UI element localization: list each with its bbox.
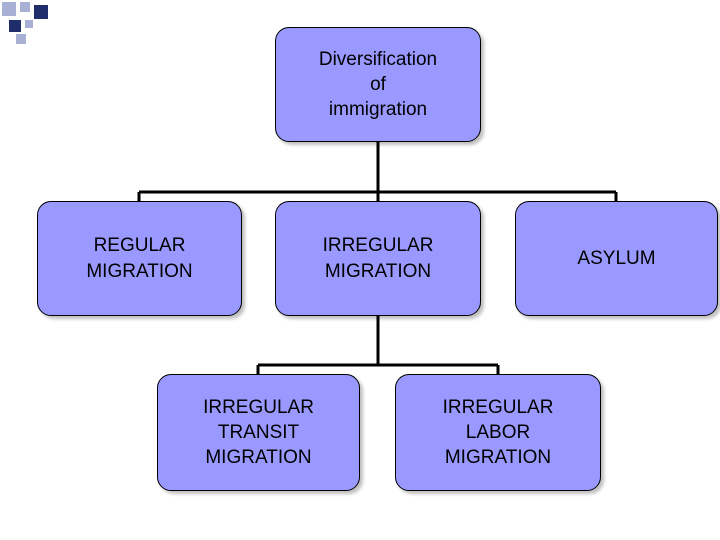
node-label: REGULAR MIGRATION (86, 235, 193, 282)
node-irregular-labor-migration: IRREGULAR LABOR MIGRATION (395, 374, 601, 491)
deco-square (2, 2, 16, 16)
deco-square (9, 20, 21, 32)
node-label: IRREGULAR TRANSIT MIGRATION (203, 396, 314, 469)
node-label: IRREGULAR MIGRATION (322, 235, 434, 282)
deco-square (25, 20, 33, 28)
node-label: ASYLUM (577, 247, 656, 269)
deco-square (34, 5, 48, 19)
node-irregular-transit-migration: IRREGULAR TRANSIT MIGRATION (157, 374, 360, 491)
node-diversification-of-immigration: Diversification of immigration (275, 27, 481, 142)
deco-square (16, 34, 26, 44)
node-label: IRREGULAR LABOR MIGRATION (442, 396, 554, 469)
node-irregular-migration: IRREGULAR MIGRATION (275, 201, 481, 316)
deco-square (20, 2, 30, 12)
decorative-squares (0, 0, 80, 50)
node-asylum: ASYLUM (515, 201, 718, 316)
node-label: Diversification of immigration (318, 48, 438, 121)
node-regular-migration: REGULAR MIGRATION (37, 201, 242, 316)
